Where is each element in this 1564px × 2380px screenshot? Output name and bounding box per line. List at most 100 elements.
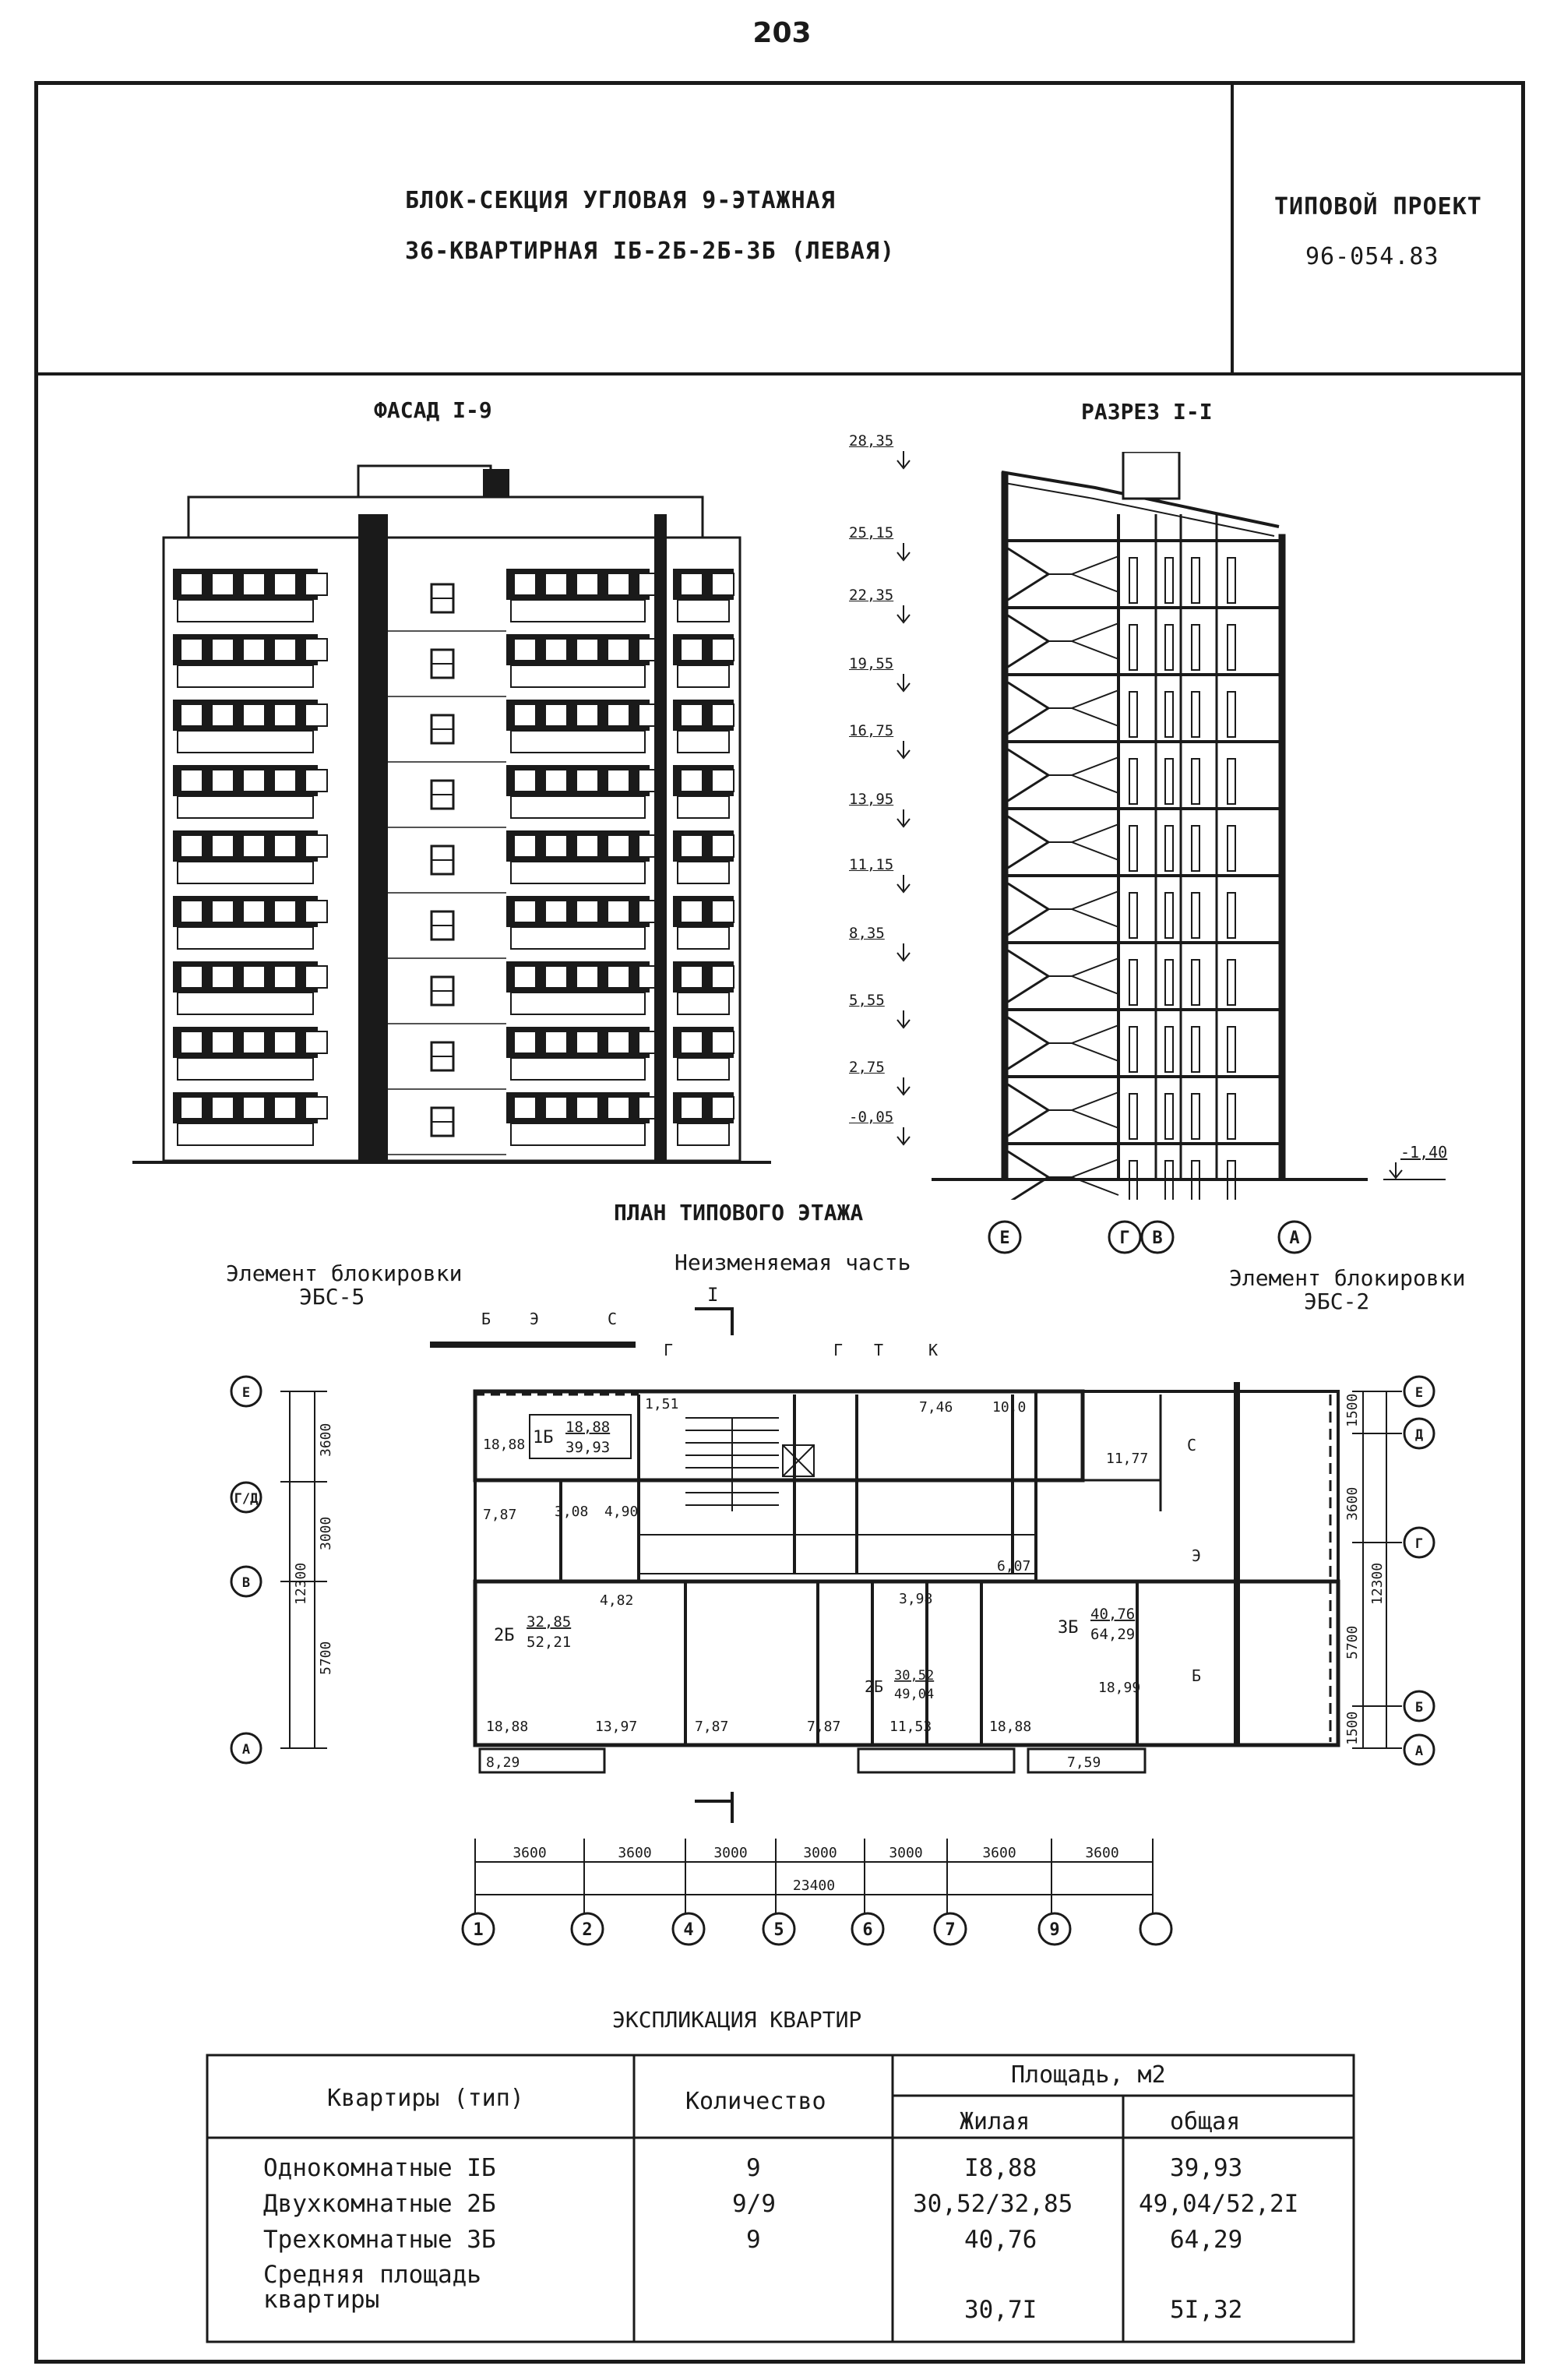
stair-flight bbox=[1007, 949, 1051, 1003]
door-opening bbox=[1164, 691, 1174, 738]
table-row: Средняя площадь квартиры 30,7I 5I,32 bbox=[263, 2258, 1354, 2336]
level-mark: 16,75 bbox=[849, 722, 894, 739]
room-area: 18,99 bbox=[1098, 1680, 1140, 1696]
window bbox=[680, 900, 703, 923]
section-floors bbox=[1007, 539, 1279, 1200]
explication-rows: Однокомнатные IБ 9 I8,88 39,93 Двухкомна… bbox=[263, 2150, 1354, 2336]
window bbox=[576, 834, 599, 858]
mark: Э bbox=[1192, 1546, 1201, 1565]
window bbox=[180, 1031, 203, 1054]
window bbox=[544, 1096, 568, 1119]
door-opening bbox=[1227, 1160, 1236, 1200]
room-area: 7,87 bbox=[807, 1719, 840, 1735]
window bbox=[211, 834, 234, 858]
room-area: 7,59 bbox=[1067, 1754, 1101, 1771]
balcony-rail bbox=[510, 1123, 646, 1146]
dim-bottom: 3000 bbox=[889, 1845, 922, 1861]
window bbox=[513, 1096, 537, 1119]
door-opening bbox=[1164, 624, 1174, 671]
balcony-rail bbox=[177, 1123, 314, 1146]
title-block-separator bbox=[1231, 81, 1234, 374]
section-mark-top: I bbox=[707, 1284, 718, 1306]
window bbox=[305, 965, 328, 989]
balcony-rail bbox=[510, 861, 646, 884]
window bbox=[180, 965, 203, 989]
axis-label: 9 bbox=[1049, 1920, 1059, 1940]
door-opening bbox=[1191, 1093, 1200, 1140]
section-drawing: -1,40 bbox=[932, 452, 1447, 1200]
level-mark: 19,55 bbox=[849, 655, 894, 672]
door-opening bbox=[1227, 557, 1236, 604]
balcony-rail bbox=[677, 1123, 730, 1146]
window bbox=[544, 703, 568, 727]
window bbox=[607, 573, 630, 596]
stair-landing bbox=[1048, 890, 1119, 928]
balcony-rail bbox=[677, 665, 730, 688]
window bbox=[180, 573, 203, 596]
door-opening bbox=[1191, 1160, 1200, 1200]
title-line-2: 36-КВАРТИРНАЯ IБ-2Б-2Б-3Б (ЛЕВАЯ) bbox=[405, 238, 896, 265]
header-living: Жилая bbox=[960, 2108, 1030, 2135]
window bbox=[576, 900, 599, 923]
window bbox=[242, 638, 266, 661]
axis-label: Е bbox=[999, 1229, 1009, 1248]
cell-total: 64,29 bbox=[1170, 2226, 1243, 2254]
door-opening bbox=[1164, 959, 1174, 1006]
door-opening bbox=[1129, 1160, 1138, 1200]
axis-label: Е bbox=[1415, 1385, 1423, 1401]
room-area: 18,88 bbox=[989, 1719, 1031, 1735]
balcony-rail bbox=[677, 599, 730, 622]
cell-total: 49,04/52,2I bbox=[1139, 2190, 1299, 2218]
balcony-rail bbox=[677, 730, 730, 753]
window bbox=[680, 638, 703, 661]
room-area: 8,29 bbox=[486, 1754, 520, 1771]
dim-bottom: 3600 bbox=[618, 1845, 651, 1861]
window bbox=[711, 965, 734, 989]
section-title: РАЗРЕЗ I-I bbox=[1081, 399, 1213, 425]
window bbox=[680, 703, 703, 727]
balcony-rail bbox=[177, 1057, 314, 1081]
facade-balconies-left bbox=[173, 569, 734, 1155]
level-mark: 11,15 bbox=[849, 856, 894, 873]
window bbox=[544, 1031, 568, 1054]
plan-axes-bottom: 1 2 4 5 6 7 9 bbox=[461, 1912, 1173, 1946]
window bbox=[711, 638, 734, 661]
stair-landing bbox=[1048, 823, 1119, 861]
dim-left: 3000 bbox=[318, 1517, 334, 1550]
window bbox=[273, 1096, 297, 1119]
window bbox=[513, 638, 537, 661]
door-opening bbox=[1191, 691, 1200, 738]
door-opening bbox=[1227, 825, 1236, 872]
axis-label: 1 bbox=[473, 1920, 483, 1940]
cell-type: Средняя площадь квартиры bbox=[263, 2261, 481, 2314]
window bbox=[711, 1031, 734, 1054]
room-area: 10,0 bbox=[992, 1399, 1026, 1416]
table-row: Однокомнатные IБ 9 I8,88 39,93 bbox=[263, 2150, 1354, 2186]
door-opening bbox=[1191, 1026, 1200, 1073]
window bbox=[544, 638, 568, 661]
window bbox=[211, 703, 234, 727]
axis-label: Г/Д bbox=[234, 1491, 259, 1507]
drawing-frame bbox=[34, 81, 1525, 2364]
header-area: Площадь, м2 bbox=[1011, 2061, 1166, 2089]
header-count: Количество bbox=[685, 2088, 826, 2115]
dim-bottom-total: 23400 bbox=[793, 1878, 835, 1894]
balcony-rail bbox=[177, 926, 314, 950]
window bbox=[242, 573, 266, 596]
window bbox=[544, 573, 568, 596]
table-row: Двухкомнатные 2Б 9/9 30,52/32,85 49,04/5… bbox=[263, 2186, 1354, 2222]
window bbox=[607, 1096, 630, 1119]
window bbox=[211, 900, 234, 923]
door-opening bbox=[1164, 557, 1174, 604]
apt-2b-left-total: 52,21 bbox=[527, 1634, 571, 1651]
door-opening bbox=[1227, 1026, 1236, 1073]
fixed-part-label: Неизменяемая часть bbox=[675, 1250, 911, 1275]
cell-living: 40,76 bbox=[964, 2226, 1037, 2254]
apt-2b-left-type: 2Б bbox=[494, 1626, 515, 1645]
apt-2b-left-living: 32,85 bbox=[527, 1613, 571, 1631]
window bbox=[305, 900, 328, 923]
mark: Т bbox=[874, 1341, 883, 1359]
mark: Б bbox=[481, 1310, 491, 1328]
apt-3b-total: 64,29 bbox=[1090, 1626, 1135, 1643]
window bbox=[211, 573, 234, 596]
